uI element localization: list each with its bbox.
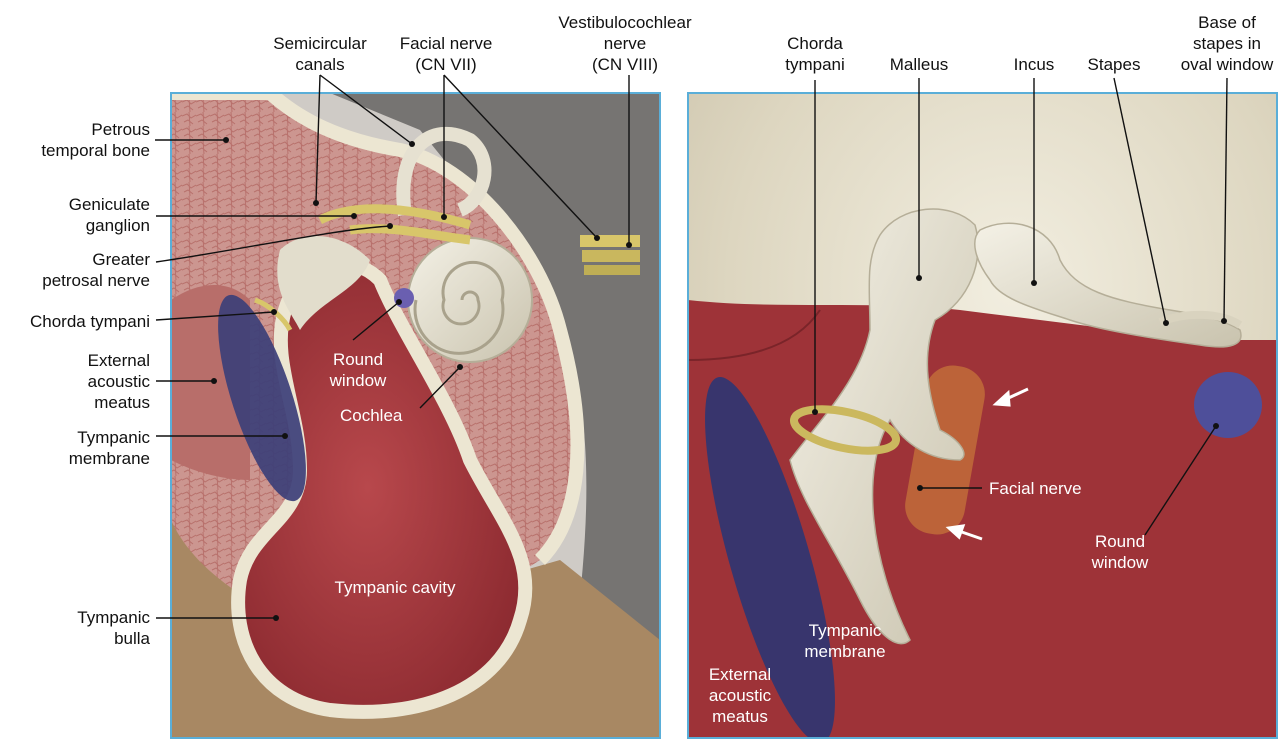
label-semicircular-canals: Semicircular canals: [258, 33, 382, 75]
round-window-left-shape: [394, 288, 414, 308]
label-facial-nerve-right: Facial nerve: [989, 478, 1082, 499]
label-round-window-left: Round window: [308, 349, 408, 391]
label-base-of-stapes: Base of stapes in oval window: [1170, 12, 1284, 75]
label-stapes: Stapes: [1076, 54, 1152, 75]
label-external-acoustic-meatus-right: External acoustic meatus: [690, 664, 790, 727]
label-external-acoustic-meatus-left: External acoustic meatus: [10, 350, 150, 413]
cochlea-shape: [408, 238, 532, 362]
label-chorda-tympani-left: Chorda tympani: [0, 311, 150, 332]
label-chorda-tympani-right: Chorda tympani: [770, 33, 860, 75]
label-facial-nerve-top: Facial nerve (CN VII): [384, 33, 508, 75]
vestibulocochlear-shape: [580, 235, 640, 275]
round-window-right-shape: [1194, 372, 1262, 438]
label-malleus: Malleus: [874, 54, 964, 75]
label-greater-petrosal-nerve: Greater petrosal nerve: [10, 249, 150, 291]
label-petrous-temporal-bone: Petrous temporal bone: [10, 119, 150, 161]
label-vestibulocochlear-nerve: Vestibulocochlear nerve (CN VIII): [540, 12, 710, 75]
label-tympanic-membrane-left: Tympanic membrane: [10, 427, 150, 469]
right-panel: [679, 93, 1277, 742]
label-incus: Incus: [994, 54, 1074, 75]
label-round-window-right: Round window: [1070, 531, 1170, 573]
label-tympanic-bulla: Tympanic bulla: [10, 607, 150, 649]
label-tympanic-cavity: Tympanic cavity: [300, 577, 490, 598]
label-geniculate-ganglion: Geniculate ganglion: [10, 194, 150, 236]
left-panel: [171, 93, 660, 742]
label-cochlea: Cochlea: [340, 405, 402, 426]
label-tympanic-membrane-right: Tympanic membrane: [790, 620, 900, 662]
